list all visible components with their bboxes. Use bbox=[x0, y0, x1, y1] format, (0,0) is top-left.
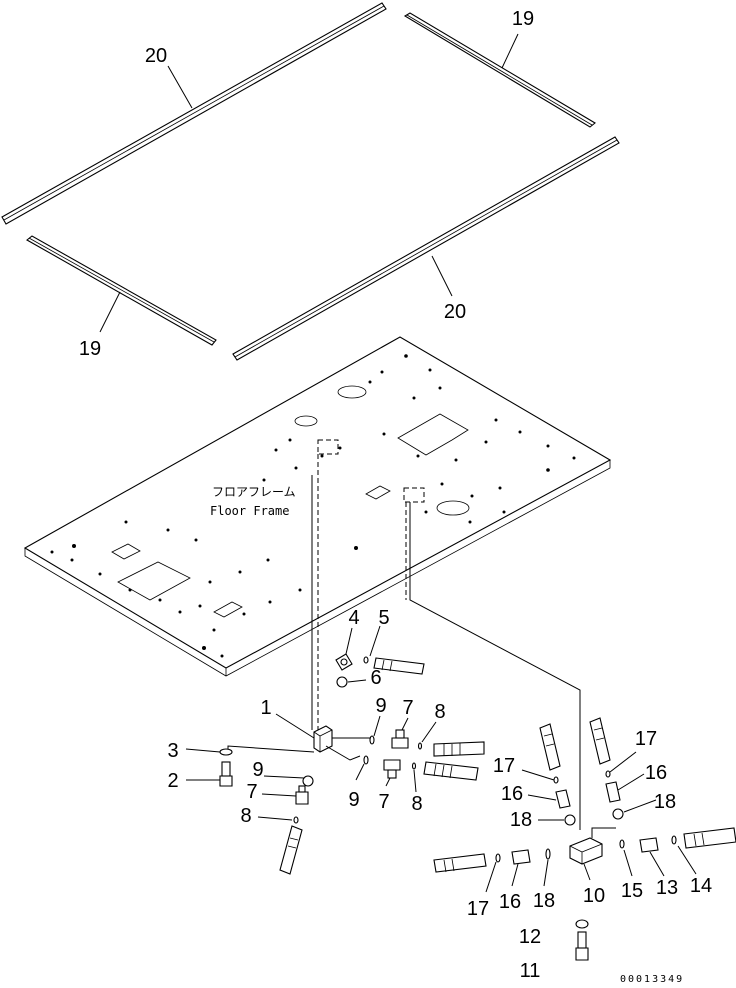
callout-8: 8 bbox=[434, 701, 445, 723]
callout-3: 3 bbox=[167, 740, 178, 762]
hose-left-lower bbox=[279, 825, 303, 875]
hose-upper-right bbox=[433, 741, 485, 757]
callout-7: 7 bbox=[246, 781, 257, 803]
plate-holes bbox=[50, 354, 576, 658]
fitting-7-left bbox=[295, 785, 309, 805]
callout-18: 18 bbox=[510, 809, 532, 831]
callout-20: 20 bbox=[145, 45, 167, 67]
fitting-13 bbox=[639, 837, 659, 853]
o-ring-6 bbox=[336, 676, 348, 688]
mount-point-left bbox=[317, 439, 339, 455]
callout-15: 15 bbox=[621, 880, 643, 902]
right-manifold-block bbox=[569, 837, 603, 865]
seal-strip-19-bottom bbox=[26, 235, 217, 346]
callout-4: 4 bbox=[348, 607, 359, 629]
washer-3 bbox=[219, 748, 233, 756]
elbow-fitting-4 bbox=[335, 653, 353, 671]
callout-20: 20 bbox=[444, 301, 466, 323]
callout-13: 13 bbox=[656, 877, 678, 899]
callout-8: 8 bbox=[240, 805, 251, 827]
callout-16: 16 bbox=[499, 891, 521, 913]
callout-6: 6 bbox=[370, 667, 381, 689]
callout-10: 10 bbox=[583, 885, 605, 907]
callout-8: 8 bbox=[411, 793, 422, 815]
washer-12 bbox=[575, 919, 589, 929]
hose-lower-right bbox=[423, 761, 479, 781]
fitting-7-lower bbox=[383, 759, 401, 779]
bolt-11 bbox=[575, 931, 589, 961]
callout-17: 17 bbox=[635, 728, 657, 750]
callout-17: 17 bbox=[493, 755, 515, 777]
seal-strip-20-top bbox=[1, 2, 387, 225]
hose-right-up-a bbox=[539, 723, 561, 771]
hose-14 bbox=[683, 827, 736, 849]
callout-16: 16 bbox=[501, 783, 523, 805]
callout-16: 16 bbox=[645, 762, 667, 784]
fitting-7-upper bbox=[391, 729, 409, 749]
callout-18: 18 bbox=[654, 791, 676, 813]
callout-11: 11 bbox=[520, 960, 541, 982]
left-manifold-block bbox=[313, 725, 333, 753]
seal-strip-20-bottom bbox=[232, 136, 620, 361]
callout-19: 19 bbox=[79, 338, 101, 360]
o-ring-9 bbox=[302, 775, 314, 787]
fitting-16-lower bbox=[511, 849, 531, 865]
callout-9: 9 bbox=[375, 695, 386, 717]
bolt-2 bbox=[219, 761, 233, 787]
floor-frame-label-jp: フロアフレーム bbox=[212, 485, 296, 499]
callout-14: 14 bbox=[690, 875, 712, 897]
callout-17: 17 bbox=[467, 898, 489, 920]
floor-frame-label-en: Floor Frame bbox=[210, 504, 289, 518]
leader-lines bbox=[185, 625, 697, 893]
hose-17-lower bbox=[433, 853, 487, 873]
mount-point-right bbox=[403, 487, 425, 503]
callout-2: 2 bbox=[167, 770, 178, 792]
drawing-code: 00013349 bbox=[620, 974, 684, 985]
callout-7: 7 bbox=[402, 697, 413, 719]
fitting-16-upper-a bbox=[555, 789, 571, 809]
hose-5 bbox=[373, 657, 425, 675]
fitting-16-upper-b bbox=[605, 781, 621, 803]
callout-19: 19 bbox=[512, 8, 534, 30]
callout-7: 7 bbox=[378, 791, 389, 813]
callout-18: 18 bbox=[533, 890, 555, 912]
seal-strip-19-top bbox=[403, 12, 596, 128]
callout-9: 9 bbox=[348, 789, 359, 811]
callout-9: 9 bbox=[252, 759, 263, 781]
hose-right-up-b bbox=[589, 717, 611, 765]
callout-numbers: 20 19 20 19 4 5 6 1 9 7 8 3 2 9 7 8 9 7 … bbox=[79, 8, 712, 982]
callout-1: 1 bbox=[260, 697, 271, 719]
callout-12: 12 bbox=[519, 926, 541, 948]
callout-5: 5 bbox=[378, 607, 389, 629]
